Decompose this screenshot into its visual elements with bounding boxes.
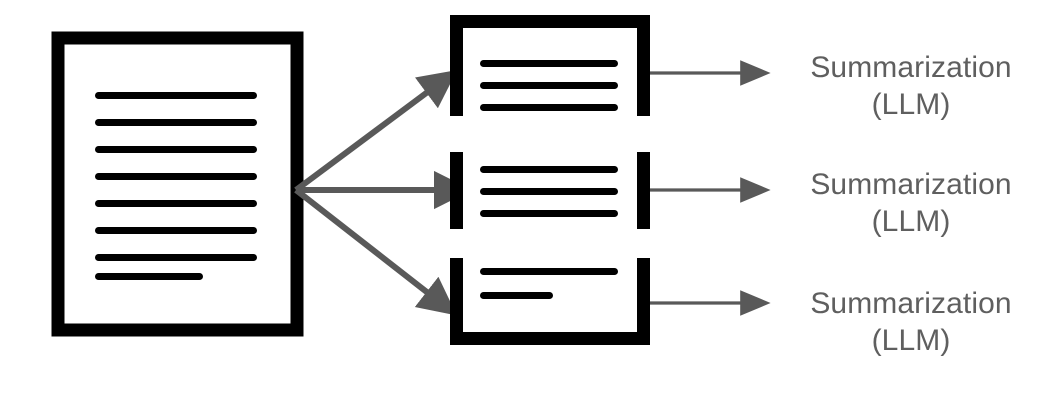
chunk-2-text-lines <box>480 166 618 217</box>
summary-label-2[interactable]: Summarization (LLM) <box>810 168 1011 238</box>
chunk-1[interactable] <box>450 15 650 116</box>
text-line <box>95 92 257 99</box>
text-line <box>480 166 618 173</box>
text-line <box>480 210 618 217</box>
summary-label-3-line2: (LLM) <box>872 324 951 357</box>
summary-label-1-line1: Summarization <box>810 51 1011 84</box>
summary-label-2-line1: Summarization <box>810 168 1011 201</box>
summary-label-3-line1: Summarization <box>810 287 1011 320</box>
chunk-3-border-right <box>637 258 650 345</box>
chunk-1-border-left <box>450 15 463 116</box>
split-arrow-top[interactable] <box>294 69 458 193</box>
chunk-2-border-left <box>450 152 463 229</box>
text-line <box>95 273 203 280</box>
source-document[interactable] <box>51 31 304 337</box>
text-line <box>95 173 257 180</box>
text-line <box>95 119 257 126</box>
chunk-3[interactable] <box>450 258 650 345</box>
text-line <box>95 146 257 153</box>
chunk-3-border-left <box>450 258 463 345</box>
text-line <box>480 292 553 299</box>
chunk-1-border-right <box>637 15 650 116</box>
chunk-2-border-right <box>637 152 650 229</box>
summary-label-2-line2: (LLM) <box>872 205 951 238</box>
text-line <box>95 200 257 207</box>
split-arrows <box>294 69 473 316</box>
chunk-1-text-lines <box>480 60 618 111</box>
summary-label-1[interactable]: Summarization (LLM) <box>810 51 1011 121</box>
text-line <box>480 268 618 275</box>
source-document-text-lines <box>95 92 257 280</box>
text-line <box>95 254 257 261</box>
text-line <box>480 60 618 67</box>
summary-label-1-line2: (LLM) <box>872 88 951 121</box>
text-line <box>480 104 618 111</box>
chunk-1-border-top <box>450 15 650 28</box>
text-line <box>95 227 257 234</box>
chunk-3-text-lines <box>480 268 618 299</box>
output-arrows <box>650 60 771 316</box>
source-document-frame <box>51 31 304 337</box>
text-line <box>480 188 618 195</box>
text-line <box>480 82 618 89</box>
split-arrow-bottom[interactable] <box>294 187 457 316</box>
summary-label-3[interactable]: Summarization (LLM) <box>810 287 1011 357</box>
chunk-3-border-bottom <box>450 332 650 345</box>
chunk-2[interactable] <box>450 152 650 229</box>
